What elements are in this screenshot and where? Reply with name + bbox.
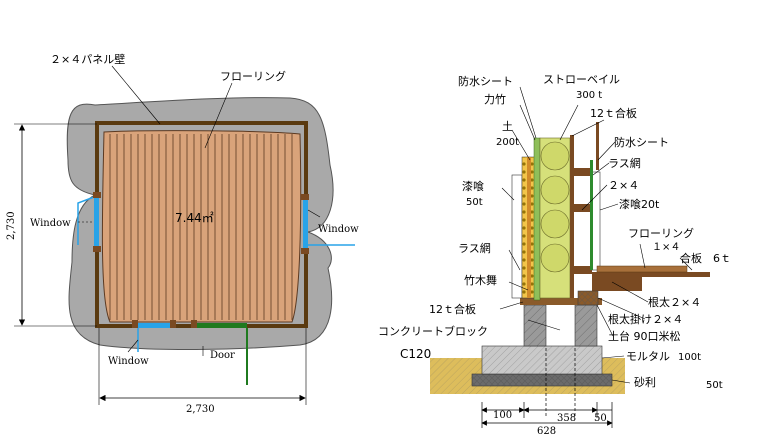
outer-plaster: [511, 174, 523, 299]
plan-window-left-label: Window: [30, 218, 71, 229]
label-dim-358: 358: [557, 413, 576, 424]
label-joist-hanger: 根太掛け２×４: [608, 312, 683, 326]
label-gravel: 砂利: [634, 376, 656, 389]
label-plywood-12t-bottom: 12ｔ合板: [429, 302, 476, 316]
label-soil: 土: [502, 120, 513, 133]
window-left-swing: [77, 196, 95, 245]
plan-area-label: 7.44㎡: [175, 211, 214, 225]
label-joist: 根太２×４: [648, 295, 701, 309]
plan-window-right-label: Window: [318, 224, 359, 235]
label-plywood-6t: 合板 6ｔ: [680, 251, 731, 265]
label-lath-left: ラス網: [458, 241, 491, 255]
label-sill: 土台 90口米松: [608, 329, 681, 343]
label-plaster-left: 漆喰: [462, 179, 484, 193]
window-right: [303, 198, 308, 248]
label-straw-bale: ストローベイル: [543, 73, 620, 86]
label-gravel-thk: 50t: [706, 380, 723, 391]
joist: [592, 277, 642, 291]
section-dimensions: [481, 348, 613, 428]
label-mortar-thk: 100t: [678, 352, 701, 363]
window-left: [94, 197, 99, 247]
plan-door-label: Door: [210, 350, 235, 361]
label-lath-right: ラス網: [608, 156, 641, 170]
window-bottom: [138, 323, 170, 328]
label-bamboo-lath: 竹木舞: [464, 273, 497, 287]
plan-dim-left: 2,730: [6, 211, 17, 240]
bamboo-lath: [527, 157, 531, 298]
floor-plan: ２×４パネル壁 フローリング 7.44㎡ 2,730 2,730 Window …: [6, 52, 359, 415]
straw-bales: [539, 137, 571, 299]
label-flooring-size: １×４: [652, 242, 680, 253]
plywood-12t-vertical: [570, 135, 574, 298]
inner-lath: [590, 160, 593, 270]
corner-posts: [93, 192, 309, 328]
label-waterproof-right: 防水シート: [614, 135, 669, 149]
section-leaders: [499, 86, 693, 384]
label-mortar: モルタル: [626, 350, 670, 363]
label-concrete-block: コンクリートブロック: [378, 324, 488, 338]
plan-wall-label: ２×４パネル壁: [50, 52, 125, 66]
label-plaster-left-thk: 50t: [466, 197, 483, 208]
inner-plaster: [591, 171, 601, 271]
label-soil-thk: 200t: [496, 137, 519, 148]
label-dim-50: 50: [594, 413, 607, 424]
label-bamboo: 力竹: [484, 92, 506, 106]
label-plywood-12t-top: 12ｔ合板: [590, 106, 637, 120]
plan-floor-label: フローリング: [220, 69, 286, 83]
label-waterproof-top: 防水シート: [458, 74, 513, 88]
plan-dim-bottom: 2,730: [186, 404, 215, 415]
floor-plywood: [592, 272, 710, 277]
label-flooring: フローリング: [628, 226, 694, 240]
floor-board-lines: [109, 134, 293, 320]
label-footing: C120: [400, 347, 431, 361]
label-two-by-four: ２×４: [608, 179, 639, 192]
plan-window-bottom-label: Window: [108, 356, 149, 367]
label-dim-100: 100: [493, 410, 512, 421]
label-straw-bale-thk: 300 t: [576, 90, 602, 101]
base-plywood: [520, 298, 602, 305]
two-by-four-studs: [574, 168, 592, 274]
door: [197, 323, 247, 328]
label-dim-628: 628: [537, 426, 556, 437]
flooring-boards: [596, 265, 688, 273]
wall-section: 防水シート ストローベイル 300 t 力竹 12ｔ合板 土 200t 防水シー…: [378, 73, 731, 437]
label-plaster-right: 漆喰20t: [619, 197, 660, 211]
outer-sheet: [596, 122, 599, 170]
bamboo-pole: [533, 137, 541, 301]
